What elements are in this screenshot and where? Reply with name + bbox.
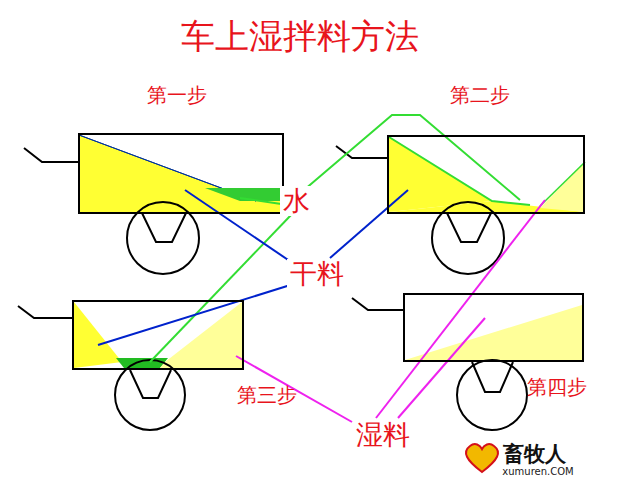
cart-box: 第四步: [403, 293, 584, 362]
step-heading: 第四步: [527, 374, 587, 401]
title: 车上湿拌料方法: [181, 14, 419, 60]
step-heading: 第二步: [450, 82, 510, 109]
cart-box: 第三步: [72, 300, 244, 370]
watermark: 畜牧人: [503, 440, 566, 468]
step-heading: 第三步: [237, 382, 297, 409]
step-heading: 第一步: [147, 82, 207, 109]
water-label: 水: [280, 186, 313, 216]
cart-box: 第一步: [78, 133, 284, 214]
wet-feed-label: 湿料: [353, 420, 413, 450]
dry-feed-label: 干料: [287, 259, 347, 289]
watermark-url: xumuren.COM: [502, 466, 573, 477]
cart-box: 第二步: [387, 135, 585, 214]
